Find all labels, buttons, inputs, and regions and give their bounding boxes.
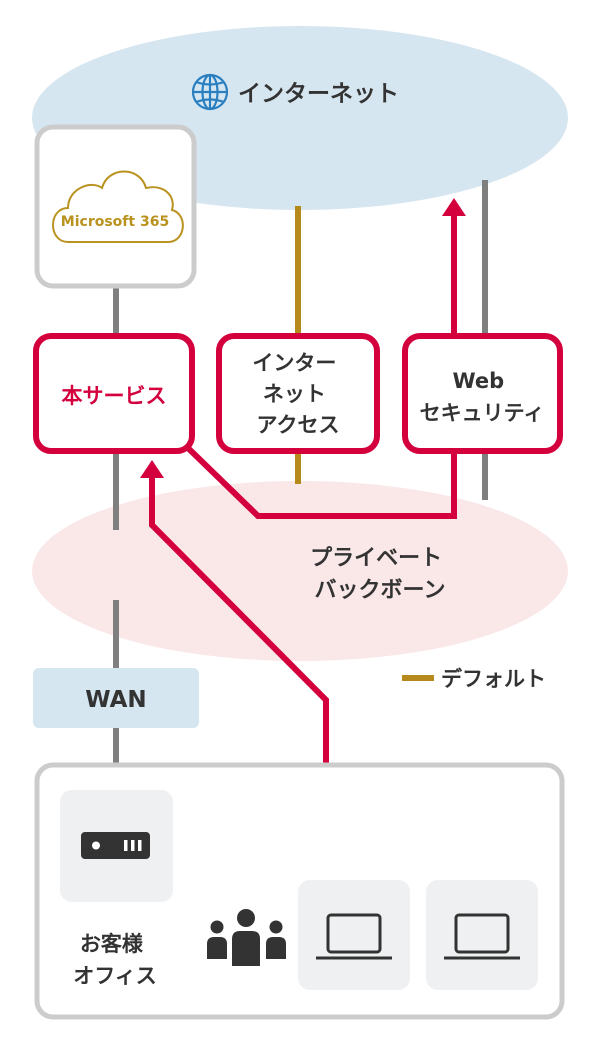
- laptop-device-2: [426, 880, 538, 990]
- arrow-to-service: [140, 460, 164, 478]
- ms365-label: Microsoft 365: [61, 214, 169, 230]
- wan-label: WAN: [85, 687, 146, 713]
- router-icon: [81, 832, 150, 859]
- web-security-box[interactable]: [402, 333, 563, 454]
- internet-access-box[interactable]: [216, 333, 380, 454]
- web-security-line-1: Web: [452, 369, 504, 393]
- office-label: お客様 オフィス: [73, 932, 157, 988]
- default-legend-label: デフォルト: [441, 667, 546, 691]
- internet-label: インターネット: [238, 81, 399, 107]
- arrow-to-internet: [442, 198, 466, 216]
- office-line-2: オフィス: [73, 964, 157, 988]
- office-line-1: お客様: [80, 932, 144, 956]
- main-service-box[interactable]: [33, 333, 195, 454]
- laptop-device-1: [298, 880, 410, 990]
- globe-icon: [191, 73, 229, 111]
- internet-access-label: インター ネット アクセス: [252, 351, 343, 437]
- main-service-label: 本サービス: [62, 384, 167, 408]
- internet-access-line-2: ネット: [263, 382, 326, 406]
- web-security-label: Web セキュリティ: [420, 369, 545, 425]
- cloud-icon: [52, 170, 184, 243]
- ms365-box: [34, 124, 197, 289]
- internet-access-line-1: インター: [252, 351, 336, 375]
- laptop-icon: [316, 913, 392, 960]
- internet-access-line-3: アクセス: [257, 413, 340, 437]
- web-security-line-2: セキュリティ: [420, 401, 545, 425]
- backbone-line-2: バックボーン: [315, 578, 446, 603]
- people-icon: [207, 909, 286, 966]
- backbone-label: プライベート バックボーン: [310, 546, 450, 603]
- traffic-path-service-to-websec: [185, 445, 457, 519]
- laptop-icon: [444, 913, 520, 960]
- wan-box: [33, 668, 199, 728]
- backbone-line-1: プライベート: [310, 546, 442, 571]
- private-backbone-area: [32, 481, 568, 661]
